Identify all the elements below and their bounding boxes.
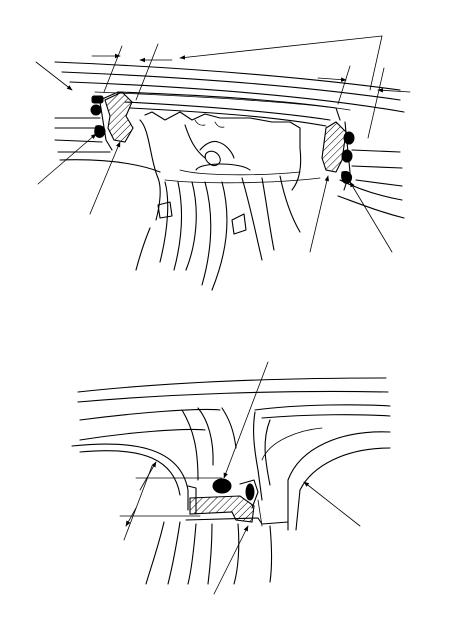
sealant-bead-icon: [343, 131, 355, 145]
right-seal-section: [321, 121, 355, 191]
hatch-section-icon: [321, 121, 347, 173]
roof-edge-lines: [77, 377, 391, 441]
sealant-bead-icon: [91, 95, 104, 104]
upper-dimensions: [91, 35, 411, 139]
arrow-icon: [303, 481, 361, 527]
sealant-bead-icon: [341, 149, 353, 163]
arrow-icon: [213, 525, 249, 595]
pillar-sweep-lines: [135, 175, 301, 291]
left-seal-section: [90, 91, 134, 151]
header-frame: [99, 91, 341, 149]
arrow-icon: [89, 141, 121, 215]
sealant-bead-icon: [212, 478, 232, 494]
arrow-icon: [179, 35, 383, 60]
left-pillar-curves: [71, 407, 237, 511]
beam-section: [185, 478, 289, 525]
sealant-bead-icon: [90, 104, 102, 116]
arrow-icon: [35, 61, 73, 91]
arrow-icon: [349, 181, 393, 253]
lower-leaders: [213, 361, 361, 595]
upper-leaders: [35, 35, 393, 253]
hatch-section-icon: [189, 495, 255, 523]
right-pillar-curves: [253, 411, 391, 531]
arrow-icon: [223, 361, 269, 479]
hatch-section-icon: [104, 91, 134, 143]
sealant-bead-icon: [245, 483, 255, 501]
lower-view: [71, 361, 391, 595]
arrow-icon: [309, 175, 330, 253]
lower-dimensions: [119, 461, 223, 541]
left-body-lines: [54, 117, 161, 173]
lower-sweep-lines: [145, 499, 273, 585]
center-pillar: [139, 119, 321, 221]
right-body-lines: [337, 149, 405, 219]
upper-view: [35, 35, 411, 291]
arrow-icon: [37, 133, 97, 185]
sealant-bead-icon: [94, 125, 106, 139]
